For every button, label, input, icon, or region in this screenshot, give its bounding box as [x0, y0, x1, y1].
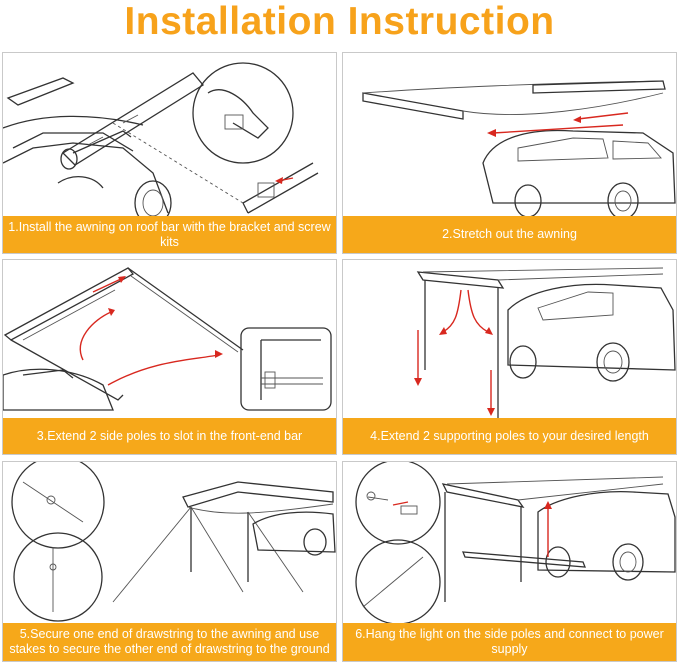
page-title: Installation Instruction — [124, 0, 555, 43]
step-2-caption: 2.Stretch out the awning — [343, 216, 676, 253]
step-1-panel: 1.Install the awning on roof bar with th… — [2, 52, 337, 254]
step-3-caption: 3.Extend 2 side poles to slot in the fro… — [3, 418, 336, 454]
step-5-caption: 5.Secure one end of drawstring to the aw… — [3, 623, 336, 661]
step-6-panel: 6.Hang the light on the side poles and c… — [342, 461, 677, 662]
step-1-caption: 1.Install the awning on roof bar with th… — [3, 216, 336, 253]
step-6-caption: 6.Hang the light on the side poles and c… — [343, 623, 676, 661]
step-3-illustration — [3, 267, 332, 411]
step-6-illustration — [355, 462, 676, 625]
step-5-panel: 5.Secure one end of drawstring to the aw… — [2, 461, 337, 662]
step-4-illustration — [414, 267, 676, 418]
step-3-panel: 3.Extend 2 side poles to slot in the fro… — [2, 259, 337, 455]
step-4-panel: 4.Extend 2 supporting poles to your desi… — [342, 259, 677, 455]
step-2-illustration — [362, 80, 676, 218]
step-4-caption: 4.Extend 2 supporting poles to your desi… — [343, 418, 676, 454]
step-1-illustration — [3, 62, 319, 218]
step-2-panel: 2.Stretch out the awning — [342, 52, 677, 254]
step-5-illustration — [11, 462, 336, 622]
